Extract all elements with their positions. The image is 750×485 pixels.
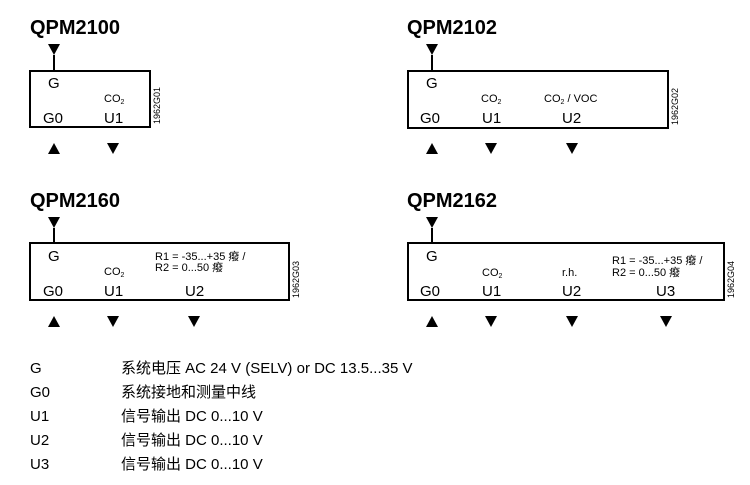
terminal-g0-label: G0 bbox=[420, 110, 441, 127]
g0-arrow-up bbox=[426, 316, 438, 327]
device-title: QPM2162 bbox=[407, 190, 498, 212]
terminal-u1-signal: CO2 bbox=[482, 267, 503, 281]
terminal-g-label: G bbox=[426, 75, 438, 92]
drawing-code: 1962G01 bbox=[152, 86, 162, 124]
g-input-arrow bbox=[48, 44, 60, 55]
terminal-u1-signal: CO2 bbox=[104, 266, 125, 280]
u1-arrow-down bbox=[485, 316, 497, 327]
device-box bbox=[29, 242, 290, 301]
device-box bbox=[407, 70, 669, 129]
drawing-code: 1962G03 bbox=[291, 260, 301, 298]
terminal-g0-label: G0 bbox=[420, 283, 441, 300]
legend-desc: 信号输出 DC 0...10 V bbox=[121, 408, 263, 425]
legend-term: U2 bbox=[30, 432, 50, 449]
terminal-u2-label: U2 bbox=[562, 110, 582, 127]
device-box bbox=[407, 242, 725, 301]
u2-arrow-down bbox=[188, 316, 200, 327]
terminal-u1-label: U1 bbox=[482, 283, 502, 300]
g-input-arrow bbox=[426, 217, 438, 228]
range-r2: R2 = 0...50 癈 bbox=[612, 267, 681, 279]
legend-desc: 系统接地和测量中线 bbox=[121, 384, 257, 401]
terminal-u1-label: U1 bbox=[104, 110, 124, 127]
terminal-g-label: G bbox=[48, 248, 60, 265]
u3-arrow-down bbox=[660, 316, 672, 327]
legend-desc: 系统电压 AC 24 V (SELV) or DC 13.5...35 V bbox=[121, 360, 413, 377]
terminal-u2-label: U2 bbox=[562, 283, 582, 300]
terminal-u2-signal: CO2 / VOC bbox=[544, 93, 598, 107]
range-r1: R1 = -35...+35 癈 / bbox=[155, 251, 246, 263]
legend-term: G0 bbox=[30, 384, 51, 401]
terminal-g0-label: G0 bbox=[43, 283, 64, 300]
terminal-u1-label: U1 bbox=[482, 110, 502, 127]
u1-arrow-down bbox=[485, 143, 497, 154]
g0-arrow-up bbox=[426, 143, 438, 154]
terminal-u1-signal: CO2 bbox=[104, 93, 125, 107]
u1-arrow-down bbox=[107, 316, 119, 327]
drawing-code: 1962G02 bbox=[670, 87, 680, 125]
terminal-g-label: G bbox=[48, 75, 60, 92]
terminal-g0-label: G0 bbox=[43, 110, 64, 127]
range-r1: R1 = -35...+35 癈 / bbox=[612, 255, 703, 267]
terminal-u2-label: U2 bbox=[185, 283, 205, 300]
u1-arrow-down bbox=[107, 143, 119, 154]
terminal-g-label: G bbox=[426, 248, 438, 265]
g0-arrow-up bbox=[48, 316, 60, 327]
g0-arrow-up bbox=[48, 143, 60, 154]
device-title: QPM2102 bbox=[407, 17, 498, 39]
device-title: QPM2100 bbox=[30, 17, 121, 39]
g-input-arrow bbox=[426, 44, 438, 55]
drawing-code: 1962G04 bbox=[726, 260, 736, 298]
legend-term: G bbox=[30, 360, 42, 377]
legend-desc: 信号输出 DC 0...10 V bbox=[121, 456, 263, 473]
g-input-arrow bbox=[48, 217, 60, 228]
terminal-u2-signal: r.h. bbox=[562, 267, 578, 279]
terminal-u1-signal: CO2 bbox=[481, 93, 502, 107]
u2-arrow-down bbox=[566, 316, 578, 327]
legend-desc: 信号输出 DC 0...10 V bbox=[121, 432, 263, 449]
terminal-u1-label: U1 bbox=[104, 283, 124, 300]
range-r2: R2 = 0...50 癈 bbox=[155, 262, 224, 274]
device-box bbox=[29, 70, 151, 128]
device-title: QPM2160 bbox=[30, 190, 121, 212]
terminal-u3-label: U3 bbox=[656, 283, 676, 300]
legend-term: U1 bbox=[30, 408, 50, 425]
legend-term: U3 bbox=[30, 456, 50, 473]
u2-arrow-down bbox=[566, 143, 578, 154]
